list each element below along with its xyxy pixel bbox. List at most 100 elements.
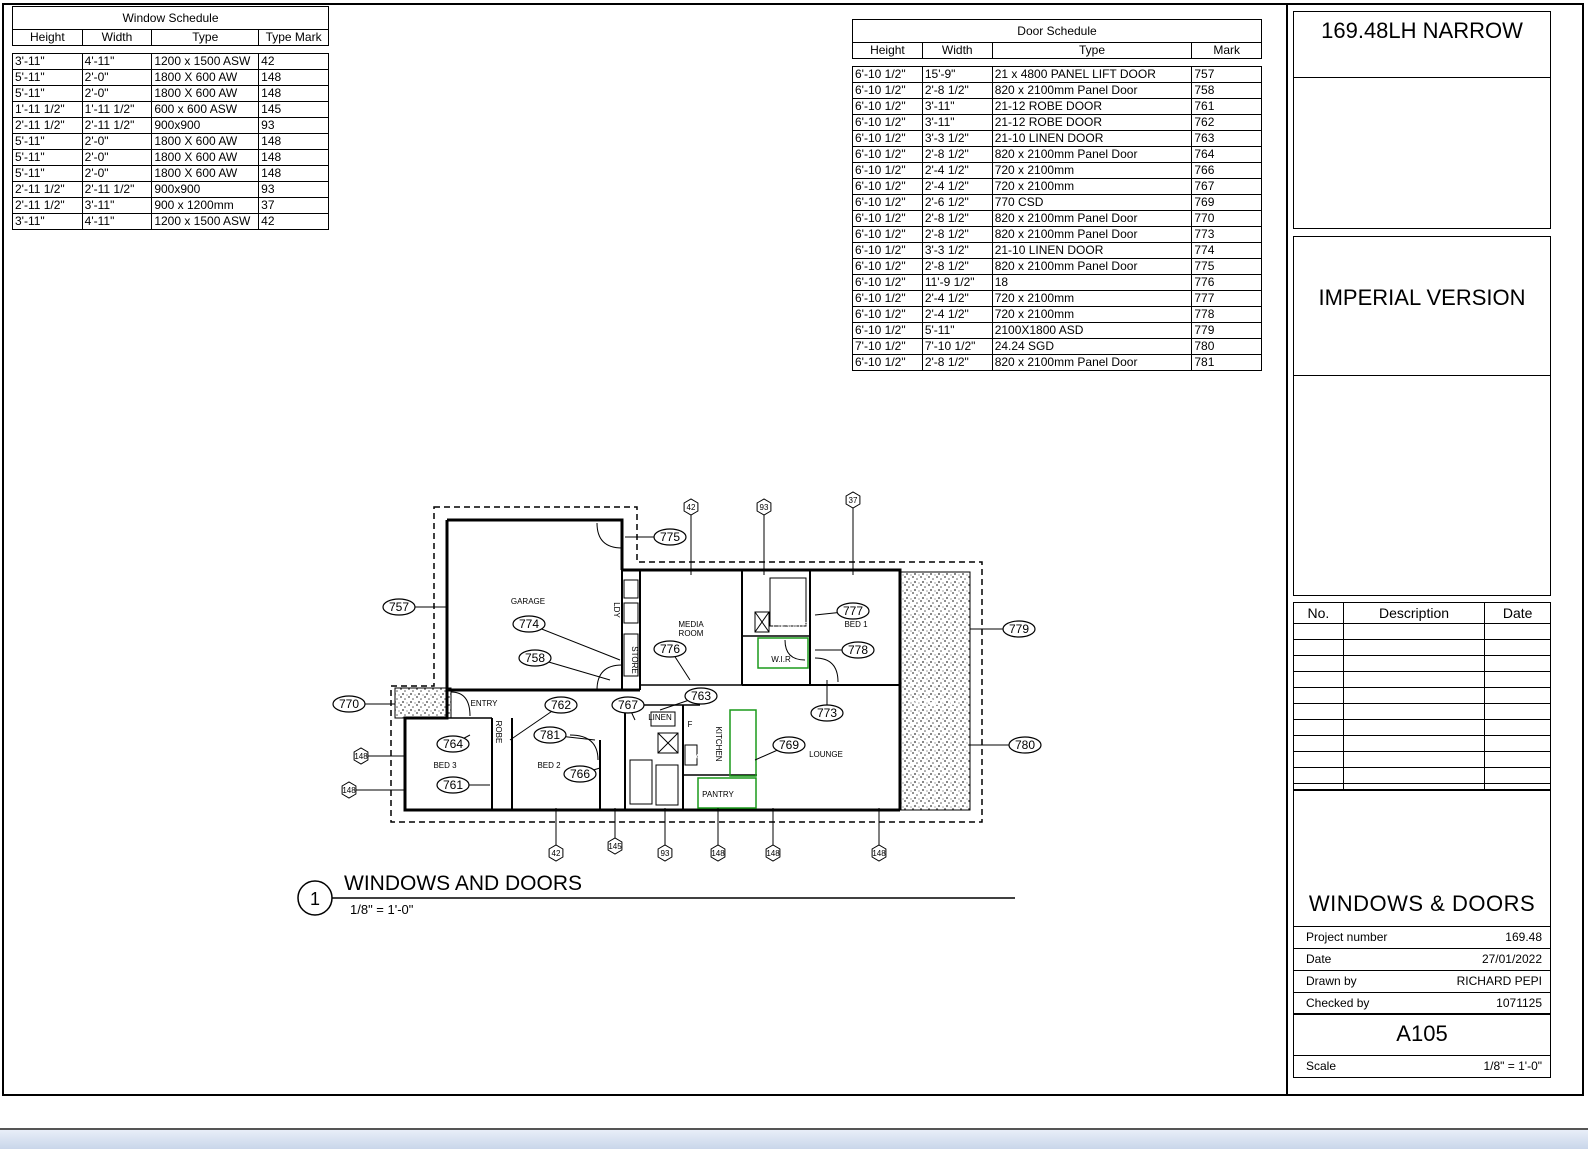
- door-tag-label: 761: [443, 778, 463, 792]
- table-cell: 820 x 2100mm Panel Door: [991, 354, 1193, 371]
- door-tag-oval: [611, 696, 645, 714]
- window-tag-label: 93: [760, 503, 769, 512]
- table-cell: 2100X1800 ASD: [991, 322, 1193, 339]
- door-tag-oval: [1008, 736, 1042, 754]
- door-tag-label: 766: [570, 767, 590, 781]
- table-cell: 1200 x 1500 ASW: [151, 53, 260, 70]
- revision-row: [1293, 687, 1551, 704]
- table-cell: 720 x 2100mm: [991, 290, 1193, 307]
- table-cell: 2'-8 1/2": [921, 226, 993, 243]
- door-tag-oval: [332, 695, 366, 713]
- table-cell: 720 x 2100mm: [991, 306, 1193, 323]
- door-tag-label: 777: [843, 604, 863, 618]
- door-tag-oval: [653, 640, 687, 658]
- revision-row: [1293, 703, 1551, 720]
- project-name-box: 169.48LH NARROW: [1293, 11, 1551, 78]
- table-cell: 775: [1191, 258, 1262, 275]
- door-tag-label: 767: [618, 698, 638, 712]
- table-cell: 780: [1191, 338, 1262, 355]
- door-tag-label: 773: [817, 706, 837, 720]
- table-cell: 774: [1191, 242, 1262, 259]
- room-label: STORE: [630, 646, 639, 673]
- table-cell: 15'-9": [921, 66, 993, 83]
- table-cell: 1200 x 1500 ASW: [151, 213, 260, 230]
- title-block: [1286, 3, 1586, 1096]
- door-tag-oval: [772, 736, 806, 754]
- door-tag-oval: [382, 598, 416, 616]
- window-tag-hexagon: [871, 844, 887, 862]
- door-tag-label: 762: [551, 698, 571, 712]
- room-label: LDY: [612, 602, 621, 618]
- window-tag-label: 42: [687, 503, 696, 512]
- door-tag-oval: [810, 704, 844, 722]
- table-cell: 6'-10 1/2": [852, 114, 923, 131]
- window-tag: 42: [683, 498, 699, 516]
- window-tag: 37: [845, 491, 861, 509]
- door-schedule-header: Width: [921, 42, 993, 59]
- door-tag: 781: [533, 726, 567, 744]
- door-tag-label: 763: [691, 689, 711, 703]
- door-tag: 773: [810, 704, 844, 722]
- door-tag-label: 769: [779, 738, 799, 752]
- table-cell: 7'-10 1/2": [921, 338, 993, 355]
- door-tag: 767: [611, 696, 645, 714]
- table-cell: 763: [1191, 130, 1262, 147]
- door-tag: 778: [841, 641, 875, 659]
- door-tag-label: 774: [519, 617, 539, 631]
- door-tag: 757: [382, 598, 416, 616]
- room-label: KITCHEN: [714, 726, 723, 761]
- table-cell: 820 x 2100mm Panel Door: [991, 210, 1193, 227]
- window-schedule-header: Height: [12, 29, 83, 46]
- title-field-label: Date: [1306, 952, 1332, 966]
- table-cell: 6'-10 1/2": [852, 146, 923, 163]
- table-cell: 1800 X 600 AW: [151, 69, 260, 86]
- blank-box-2: [1293, 375, 1551, 596]
- revision-cell: [1342, 783, 1486, 790]
- room-label: ALFRESCO: [913, 698, 956, 707]
- window-tag-hexagon: [765, 844, 781, 862]
- window-tag: 145: [607, 837, 623, 855]
- room-label: ENTRY: [471, 699, 499, 708]
- door-tag-label: 780: [1015, 738, 1035, 752]
- window-tag-hexagon: [548, 844, 564, 862]
- table-cell: 3'-11": [81, 197, 153, 214]
- room-label: MEDIA: [678, 620, 704, 629]
- window-tag-label: 93: [661, 849, 670, 858]
- table-cell: 778: [1191, 306, 1262, 323]
- door-tag-oval: [436, 735, 470, 753]
- title-field-label: Drawn by: [1306, 974, 1357, 988]
- window-tag-label: 148: [711, 849, 725, 858]
- table-cell: 6'-10 1/2": [852, 66, 923, 83]
- table-cell: 6'-10 1/2": [852, 306, 923, 323]
- window-tag: 148: [353, 747, 369, 765]
- room-label: ROBE: [494, 721, 503, 744]
- revision-row: [1293, 719, 1551, 736]
- room-label: ROOM: [679, 629, 704, 638]
- sheet-name: WINDOWS & DOORS: [1308, 891, 1536, 916]
- revision-row: [1293, 767, 1551, 784]
- door-tag: 774: [512, 615, 546, 633]
- table-cell: 1800 X 600 AW: [151, 133, 260, 150]
- view-number: 1: [310, 889, 320, 909]
- door-tag-label: 776: [660, 642, 680, 656]
- title-field-value: 27/01/2022: [1481, 952, 1542, 966]
- table-cell: 1800 X 600 AW: [151, 149, 260, 166]
- table-cell: 2'-0": [81, 69, 153, 86]
- room-label: BED 1: [844, 620, 868, 629]
- revision-row: [1293, 671, 1551, 688]
- door-tag: 766: [563, 765, 597, 783]
- table-cell: 2'-0": [81, 149, 153, 166]
- door-tag-oval: [836, 602, 870, 620]
- revision-header: Date: [1484, 602, 1551, 624]
- table-cell: 2'-0": [81, 85, 153, 102]
- project-name: 169.48LH NARROW: [1321, 18, 1523, 43]
- table-cell: 3'-3 1/2": [921, 242, 993, 259]
